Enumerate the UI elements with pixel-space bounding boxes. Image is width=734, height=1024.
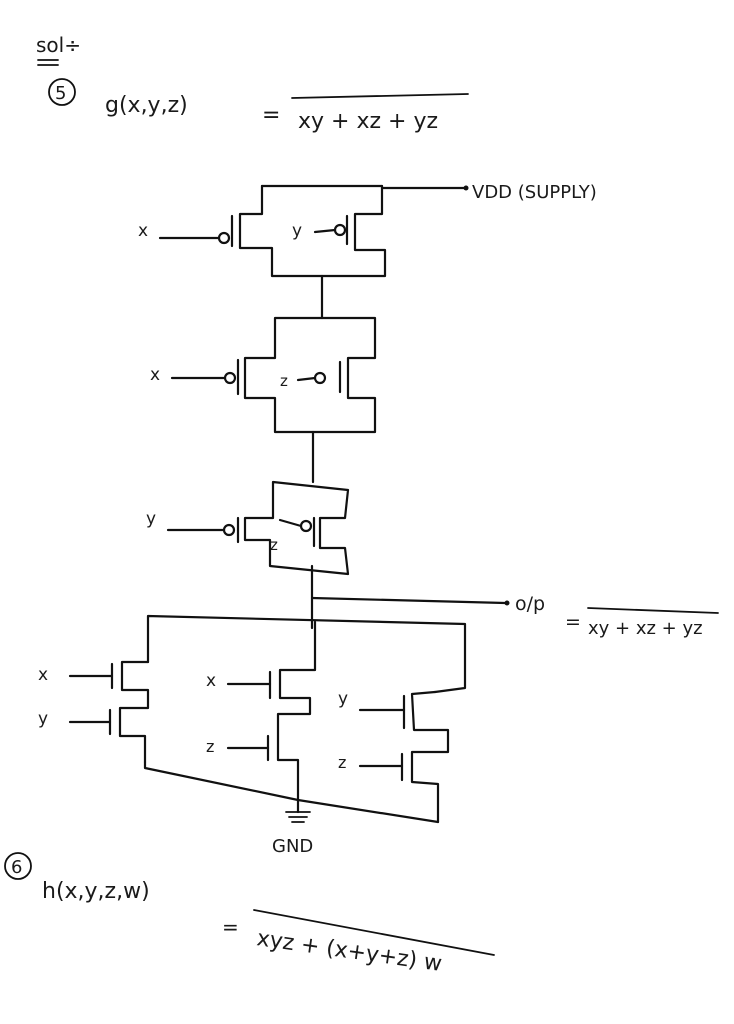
problem6-number-circle bbox=[4, 852, 32, 880]
problem6-rhs: xyz + (x+y+z) w bbox=[255, 926, 443, 977]
pmos-stage1-input-y: y bbox=[292, 221, 302, 241]
nmos-branch2-input-z: z bbox=[206, 737, 214, 756]
gnd-symbol bbox=[285, 811, 311, 823]
problem5-number-circle bbox=[48, 78, 76, 106]
nmos-branch1-body bbox=[118, 660, 150, 764]
nmos-branch1-input-x: x bbox=[38, 665, 48, 685]
output-node: o/p = xy + xz + yz bbox=[310, 564, 719, 639]
pmos-stage1-input-y-wire bbox=[313, 228, 337, 234]
pmos-stage2-input-z: z bbox=[280, 372, 288, 390]
nmos-branch3-input-z: z bbox=[338, 753, 346, 772]
problem5-equals: = bbox=[262, 103, 280, 128]
pmos-stage3-bubble-z bbox=[299, 519, 313, 533]
pmos-stage1-body bbox=[238, 184, 387, 278]
pmos-stage3-bubble-y bbox=[222, 523, 236, 537]
output-terminal-dot bbox=[504, 600, 510, 606]
pmos-stage2-input-z-wire bbox=[296, 376, 317, 382]
pmos-stage1: x y bbox=[138, 184, 387, 278]
nmos-branch2: x z bbox=[206, 620, 317, 802]
pmos-stage2-body bbox=[243, 316, 377, 434]
pmos-stage3-body bbox=[243, 480, 350, 576]
problem6-overline bbox=[253, 909, 495, 956]
problem6-number: 6 bbox=[11, 857, 22, 878]
nmos-branch1: x y bbox=[38, 660, 150, 764]
pmos-stage2-input-x: x bbox=[150, 365, 160, 385]
output-equals: = bbox=[565, 611, 581, 633]
pmos-stage3-input-z: z bbox=[270, 536, 278, 554]
nmos-network: x y x z y z GND bbox=[38, 614, 467, 857]
vdd-wire bbox=[260, 184, 467, 190]
pmos-stage3: y z bbox=[146, 480, 350, 576]
pmos-network: VDD (SUPPLY) x y x z bbox=[138, 182, 597, 576]
output-expr: xy + xz + yz bbox=[588, 618, 703, 639]
pmos-stage3-input-y: y bbox=[146, 509, 156, 529]
pmos-stage1-input-x: x bbox=[138, 221, 148, 241]
pmos-stage1-bubble-x bbox=[217, 231, 231, 245]
nmos-branch2-input-x: x bbox=[206, 671, 216, 691]
output-overline bbox=[587, 607, 719, 614]
problem5-number: 5 bbox=[55, 83, 66, 104]
nmos-branch3-body bbox=[410, 690, 450, 824]
problem6-lhs: h(x,y,z,w) bbox=[42, 879, 150, 904]
output-label: o/p bbox=[515, 593, 545, 615]
nmos-branch3: y z bbox=[338, 689, 450, 824]
pmos-stage1-bubble-y bbox=[333, 223, 347, 237]
problem6-equals: = bbox=[222, 915, 239, 939]
sol-label: sol÷ bbox=[36, 33, 81, 57]
vdd-label: VDD (SUPPLY) bbox=[472, 182, 597, 203]
vdd-terminal-dot bbox=[463, 185, 469, 191]
nmos-branch3-input-y: y bbox=[338, 689, 348, 709]
pmos-stage3-input-z-wire bbox=[278, 518, 303, 528]
gnd-label: GND bbox=[272, 836, 313, 857]
pmos-stage2-bubble-z bbox=[313, 371, 327, 385]
nmos-top-rail bbox=[146, 614, 467, 694]
nmos-branch2-body bbox=[276, 620, 317, 802]
output-wire bbox=[310, 596, 507, 605]
problem5-overline bbox=[291, 93, 469, 99]
nmos-branch1-input-y: y bbox=[38, 709, 48, 729]
pmos-stage2: x z bbox=[150, 316, 377, 434]
nmos-bottom-rail bbox=[143, 760, 440, 824]
problem5-lhs: g(x,y,z) bbox=[105, 93, 188, 118]
problem5-rhs: xy + xz + yz bbox=[298, 109, 438, 134]
pmos-stage2-bubble-x bbox=[223, 371, 237, 385]
